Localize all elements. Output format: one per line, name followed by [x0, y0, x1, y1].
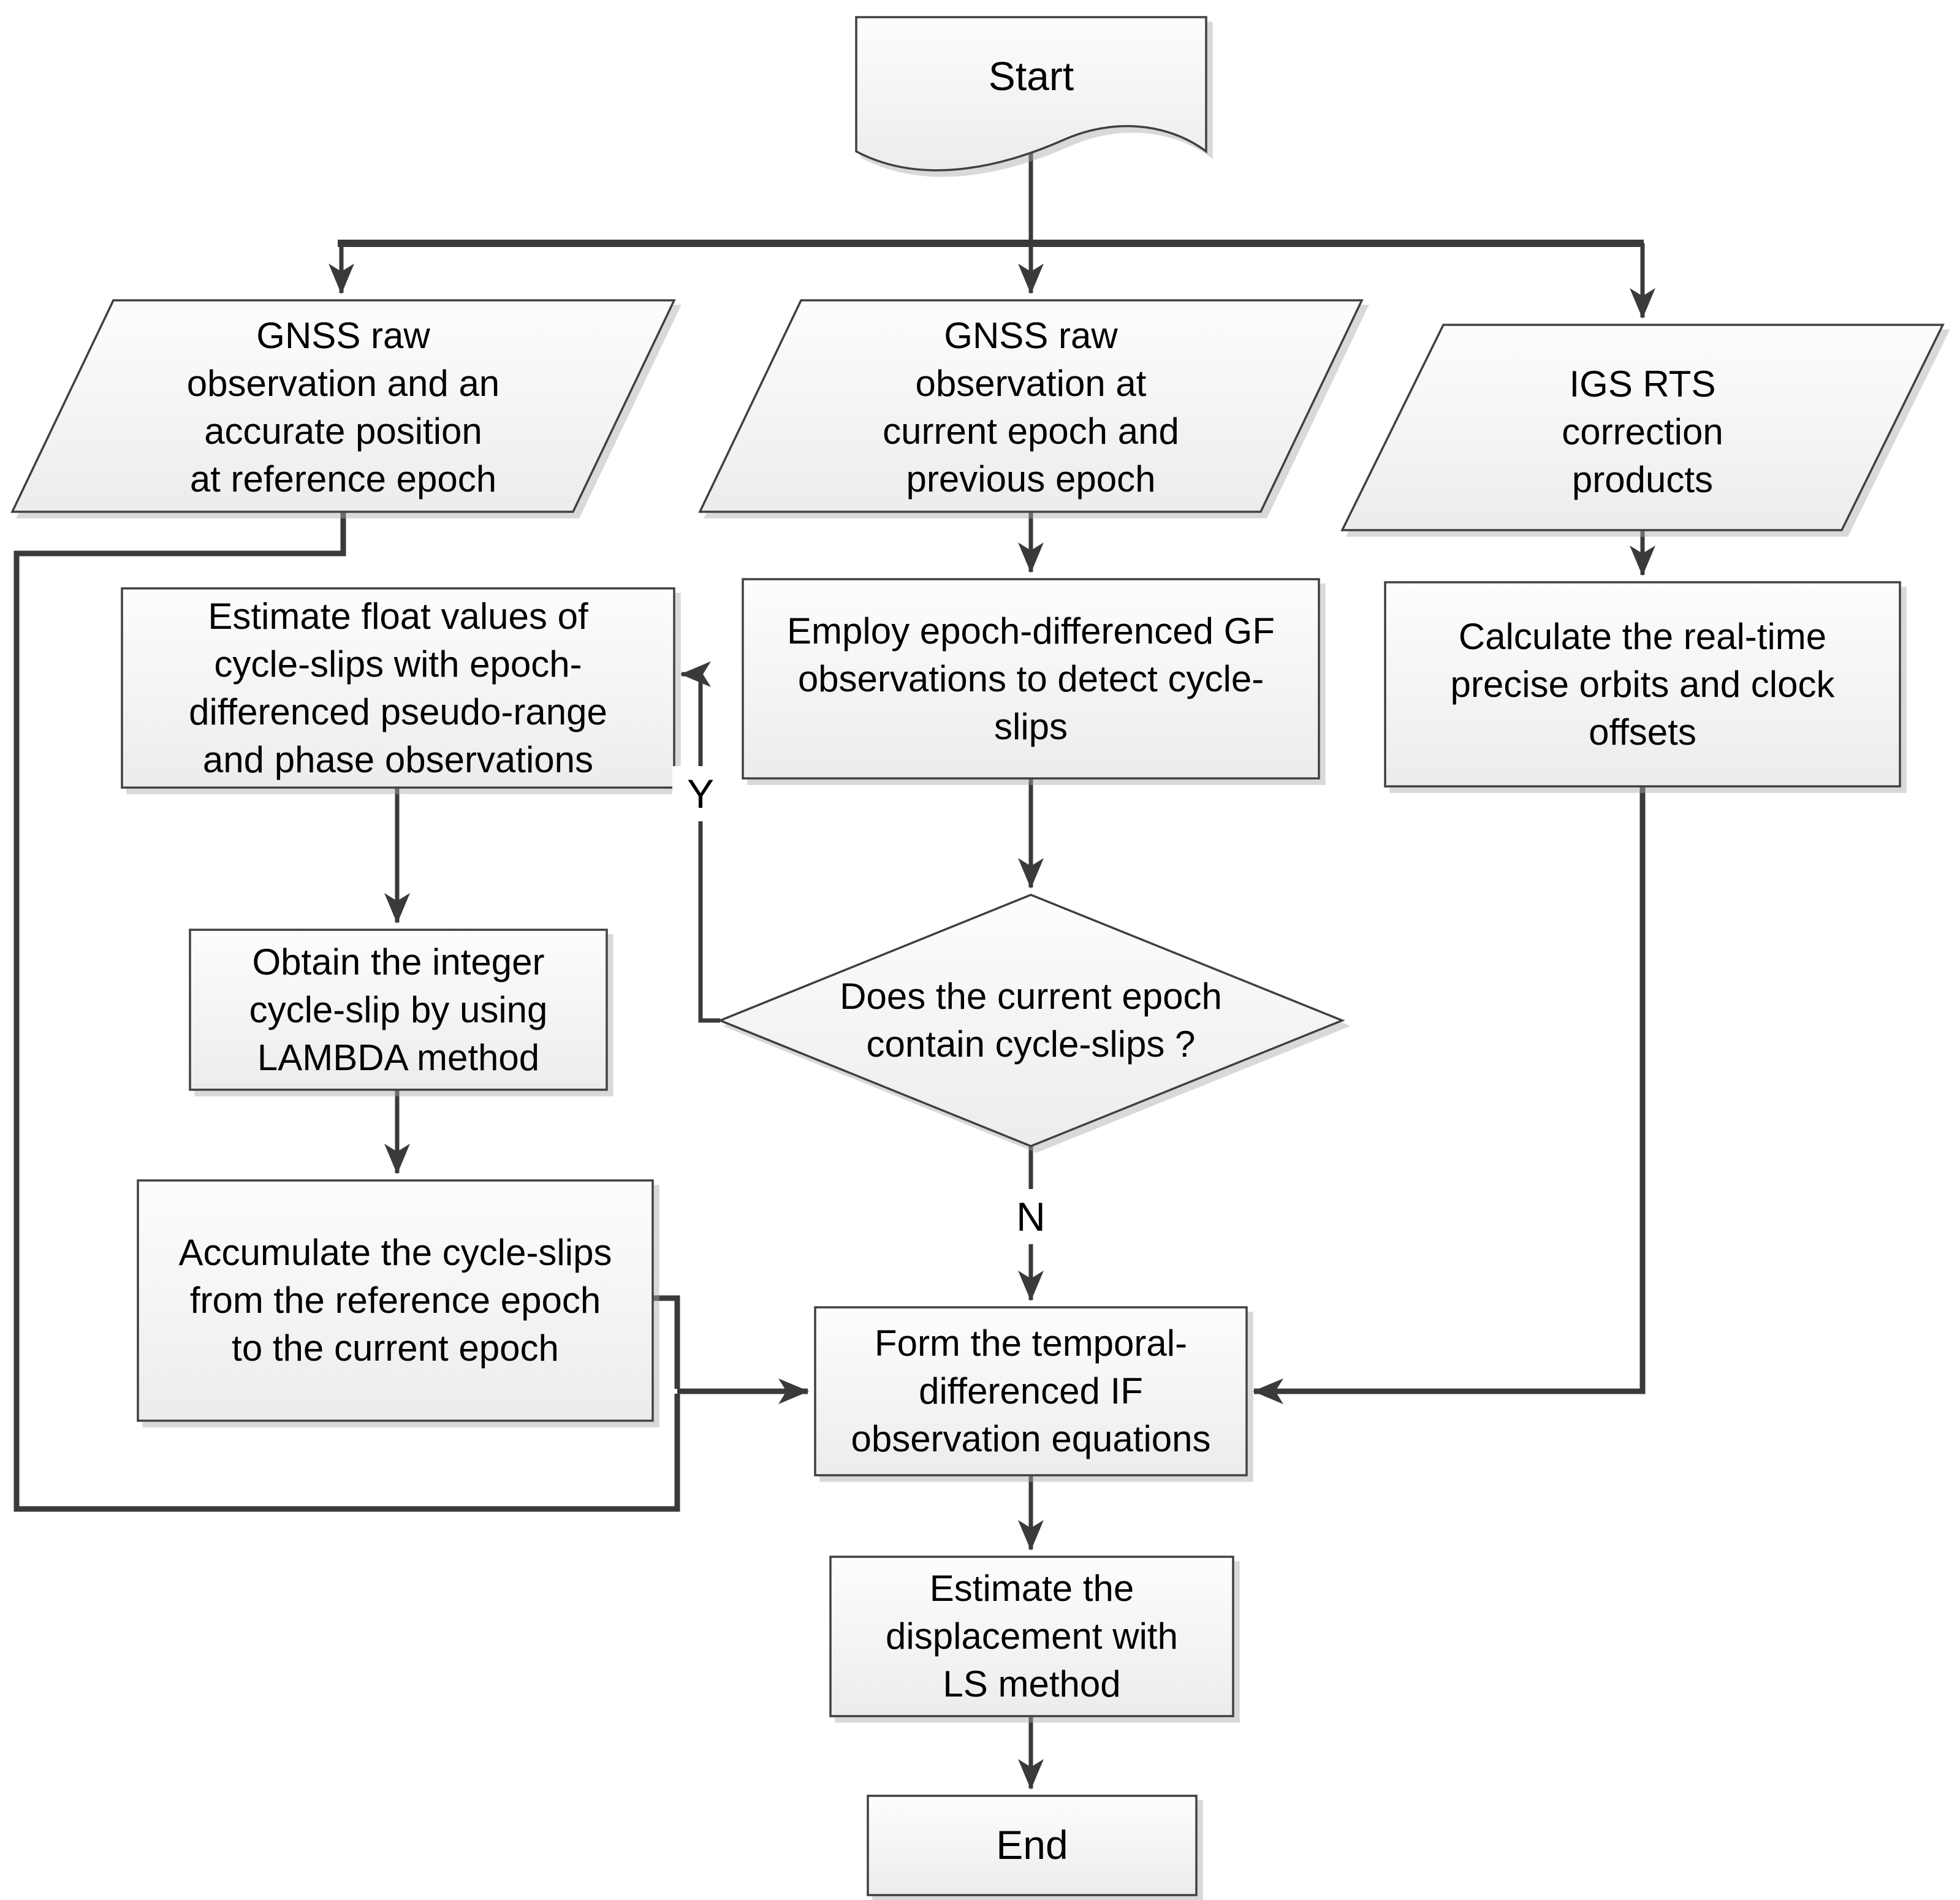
decision-cycle-slips-node — [717, 894, 1345, 1147]
connector-accumulate-to-junction — [651, 1295, 680, 1389]
connector-gnss-reference-long-left — [13, 512, 680, 1512]
input-gnss-current-node — [698, 299, 1364, 513]
start-node — [855, 16, 1207, 172]
obtain-integer-node — [189, 929, 608, 1091]
input-gnss-reference-node — [10, 299, 676, 513]
calculate-orbits-node — [1384, 581, 1901, 788]
estimate-displacement-node — [829, 1556, 1234, 1717]
connector-decision-yes-to-estimate-float — [680, 661, 720, 1023]
decision-yes-label: Y — [672, 766, 729, 821]
employ-gf-node — [742, 578, 1320, 780]
connector-calculate-to-form — [1253, 786, 1646, 1404]
estimate-float-node — [121, 587, 675, 789]
decision-no-label: N — [1003, 1189, 1059, 1244]
accumulate-node — [137, 1179, 654, 1422]
end-node — [867, 1795, 1198, 1896]
form-if-node — [814, 1306, 1248, 1476]
input-igs-rts-node — [1340, 324, 1945, 531]
